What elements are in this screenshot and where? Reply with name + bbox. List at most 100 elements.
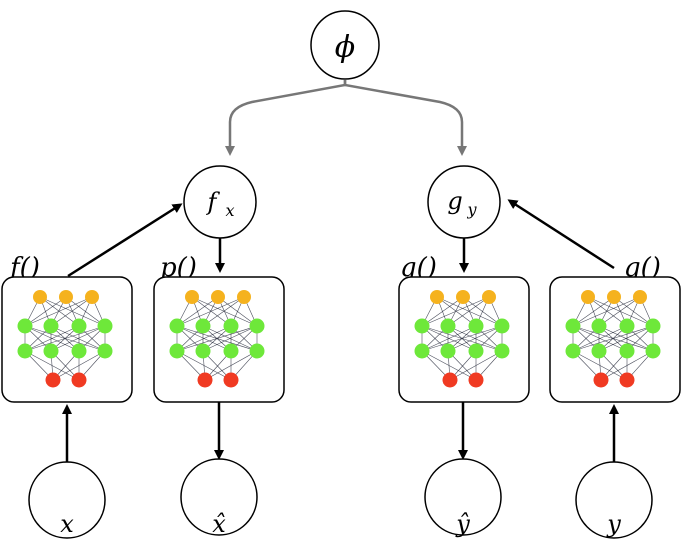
nn-neuron — [468, 318, 484, 334]
nn-neuron — [33, 290, 47, 304]
nn-neuron — [591, 318, 607, 334]
nn-neuron — [440, 318, 456, 334]
nn-neuron — [223, 372, 239, 388]
nn-neuron — [197, 372, 213, 388]
nn-neuron — [223, 343, 239, 359]
nn-neuron — [185, 290, 199, 304]
nn-neuron — [249, 343, 265, 359]
g-network-box — [549, 276, 681, 403]
p-neural-net-icon — [169, 290, 265, 388]
nn-neuron — [456, 290, 470, 304]
nn-connection — [50, 296, 93, 327]
nn-neuron — [97, 318, 113, 334]
nn-neuron — [414, 318, 430, 334]
nn-neuron — [440, 343, 456, 359]
nn-neuron — [633, 290, 647, 304]
nn-neuron — [607, 290, 621, 304]
f-neural-net-icon — [17, 290, 113, 388]
nn-connection — [24, 296, 67, 327]
nn-neuron — [249, 318, 265, 334]
g-neural-net-icon — [565, 290, 661, 388]
nn-connection — [202, 325, 258, 352]
nn-neuron — [442, 372, 458, 388]
p-network-box — [153, 276, 285, 403]
nn-connection — [176, 325, 232, 352]
nn-neuron — [645, 343, 661, 359]
gy-label: g — [447, 187, 462, 215]
fx-node: f x — [183, 165, 257, 239]
phi-node: ϕ — [310, 10, 380, 80]
xhat-node: x̂ — [180, 458, 258, 538]
phi-label: ϕ — [335, 30, 355, 65]
nn-neuron — [565, 318, 581, 334]
nn-connection — [176, 296, 219, 327]
nn-connection — [436, 296, 477, 327]
nn-neuron — [619, 318, 635, 334]
xhat-label: x̂ — [212, 510, 226, 538]
nn-connection — [176, 325, 258, 352]
nn-neuron — [17, 318, 33, 334]
nn-connection — [598, 325, 654, 352]
nn-connection — [572, 296, 641, 327]
nn-connection — [572, 325, 628, 352]
nn-connection — [421, 325, 477, 352]
nn-neuron — [645, 318, 661, 334]
nn-neuron — [414, 343, 430, 359]
nn-connection — [24, 325, 106, 352]
y-node: y — [575, 461, 653, 539]
nn-connection — [587, 296, 628, 327]
nn-connection — [204, 350, 258, 381]
nn-connection — [52, 350, 106, 381]
nn-connection — [447, 325, 503, 352]
nn-neuron — [59, 290, 73, 304]
nn-neuron — [71, 318, 87, 334]
nn-connection — [24, 296, 93, 327]
nn-neuron — [71, 372, 87, 388]
nn-neuron — [494, 343, 510, 359]
nn-neuron — [468, 372, 484, 388]
y-label: y — [606, 510, 621, 538]
x-node: x — [28, 461, 106, 539]
nn-neuron — [223, 318, 239, 334]
f-network-box — [1, 276, 133, 403]
nn-neuron — [591, 343, 607, 359]
nn-connection — [24, 325, 80, 352]
nn-connection — [421, 296, 490, 327]
nn-neuron — [97, 343, 113, 359]
x-label: x — [60, 510, 74, 538]
phi-to-fx-arrow — [225, 80, 347, 156]
q-neural-net-icon — [414, 290, 510, 388]
nn-connection — [572, 325, 654, 352]
nn-connection — [176, 296, 245, 327]
g-to-gy-arrow — [507, 199, 615, 270]
nn-neuron — [169, 343, 185, 359]
nn-neuron — [581, 290, 595, 304]
fx-subscript: x — [225, 201, 234, 220]
nn-connection — [39, 296, 80, 327]
nn-neuron — [17, 343, 33, 359]
nn-connection — [600, 350, 654, 381]
nn-neuron — [619, 343, 635, 359]
nn-connection — [50, 325, 106, 352]
nn-neuron — [494, 318, 510, 334]
nn-neuron — [169, 318, 185, 334]
nn-neuron — [43, 318, 59, 334]
nn-neuron — [430, 290, 444, 304]
yhat-node: ŷ — [424, 458, 502, 538]
nn-connection — [421, 325, 503, 352]
nn-neuron — [593, 372, 609, 388]
f-to-fx-arrow — [67, 203, 183, 278]
nn-neuron — [482, 290, 496, 304]
nn-connection — [191, 296, 232, 327]
nn-connection — [447, 296, 490, 327]
nn-neuron — [237, 290, 251, 304]
phi-to-gy-arrow — [343, 80, 467, 156]
nn-connection — [421, 296, 464, 327]
yhat-label: ŷ — [455, 510, 470, 538]
nn-neuron — [195, 343, 211, 359]
gy-node: g y — [427, 165, 501, 239]
nn-neuron — [565, 343, 581, 359]
nn-neuron — [619, 372, 635, 388]
nn-connection — [598, 296, 641, 327]
